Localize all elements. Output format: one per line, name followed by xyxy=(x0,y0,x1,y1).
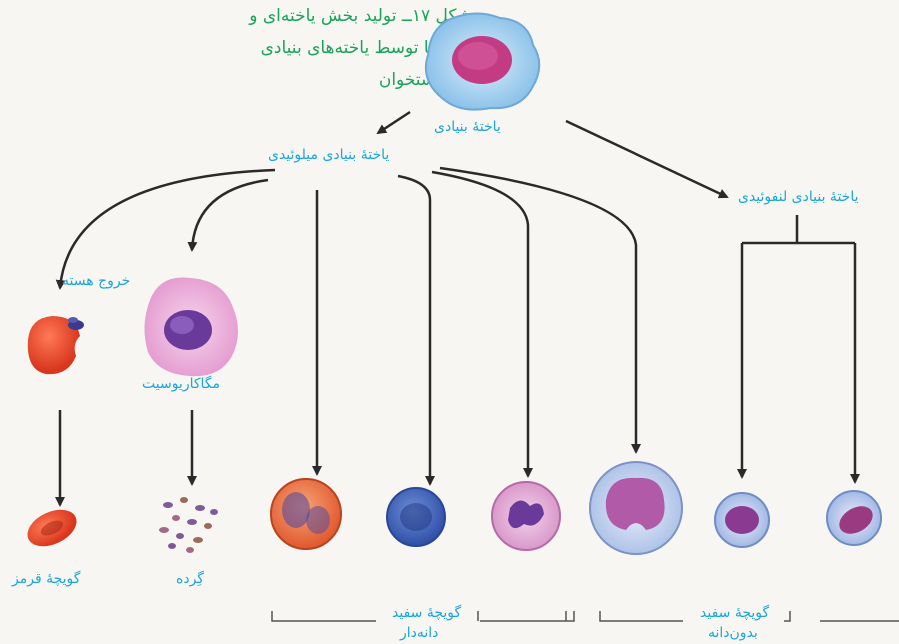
neutrophil-image xyxy=(492,482,560,550)
label-granular-wbc-1: گویچۀ سفید xyxy=(392,604,461,622)
lymphocyte-1-image xyxy=(715,493,769,547)
label-lymphoid-stem-cell: یاختۀ بنیادی لنفوئیدی xyxy=(738,188,858,206)
arrow-myeloid-to-megakaryocyte xyxy=(192,180,268,250)
label-agranular-wbc-1: گویچۀ سفید xyxy=(700,604,769,622)
bottom-brackets xyxy=(272,611,899,621)
arrow-stem-to-myeloid xyxy=(378,112,410,133)
arrow-myeloid-to-erythroid xyxy=(60,170,275,288)
arrow-to-neutrophil xyxy=(432,172,528,476)
stem-cell-image xyxy=(426,13,539,109)
nucleus-exit-cell-image xyxy=(28,316,84,374)
label-granular-wbc-2: دانه‌دار xyxy=(400,624,438,642)
monocyte-image xyxy=(590,462,682,554)
label-stem-cell: یاختۀ بنیادی xyxy=(434,118,501,136)
platelets-image xyxy=(159,497,218,553)
arrow-stem-to-lymphoid xyxy=(566,121,727,197)
red-blood-cell-image xyxy=(22,503,83,554)
granular-bracket-left xyxy=(272,611,376,621)
basophil-image xyxy=(387,488,445,546)
label-megakaryocyte: مگاکاریوسیت xyxy=(142,375,220,393)
lymphocyte-2-image xyxy=(827,491,881,545)
label-red-blood-cell: گویچۀ قرمز xyxy=(12,570,80,588)
label-nucleus-exit: خروج هسته xyxy=(62,272,130,290)
agranular-bracket-right xyxy=(784,611,899,621)
arrow-to-basophil xyxy=(398,176,430,484)
granular-bracket-right xyxy=(480,611,574,621)
label-myeloid-stem-cell: یاختۀ بنیادی میلوئیدی xyxy=(268,146,389,164)
arrow-to-monocyte xyxy=(440,168,636,452)
eosinophil-image xyxy=(271,479,341,549)
agranular-bracket-left xyxy=(600,611,683,621)
megakaryocyte-image xyxy=(144,277,238,376)
label-agranular-wbc-2: بدون‌دانه xyxy=(708,624,758,642)
label-platelets: گِرده xyxy=(176,570,204,588)
